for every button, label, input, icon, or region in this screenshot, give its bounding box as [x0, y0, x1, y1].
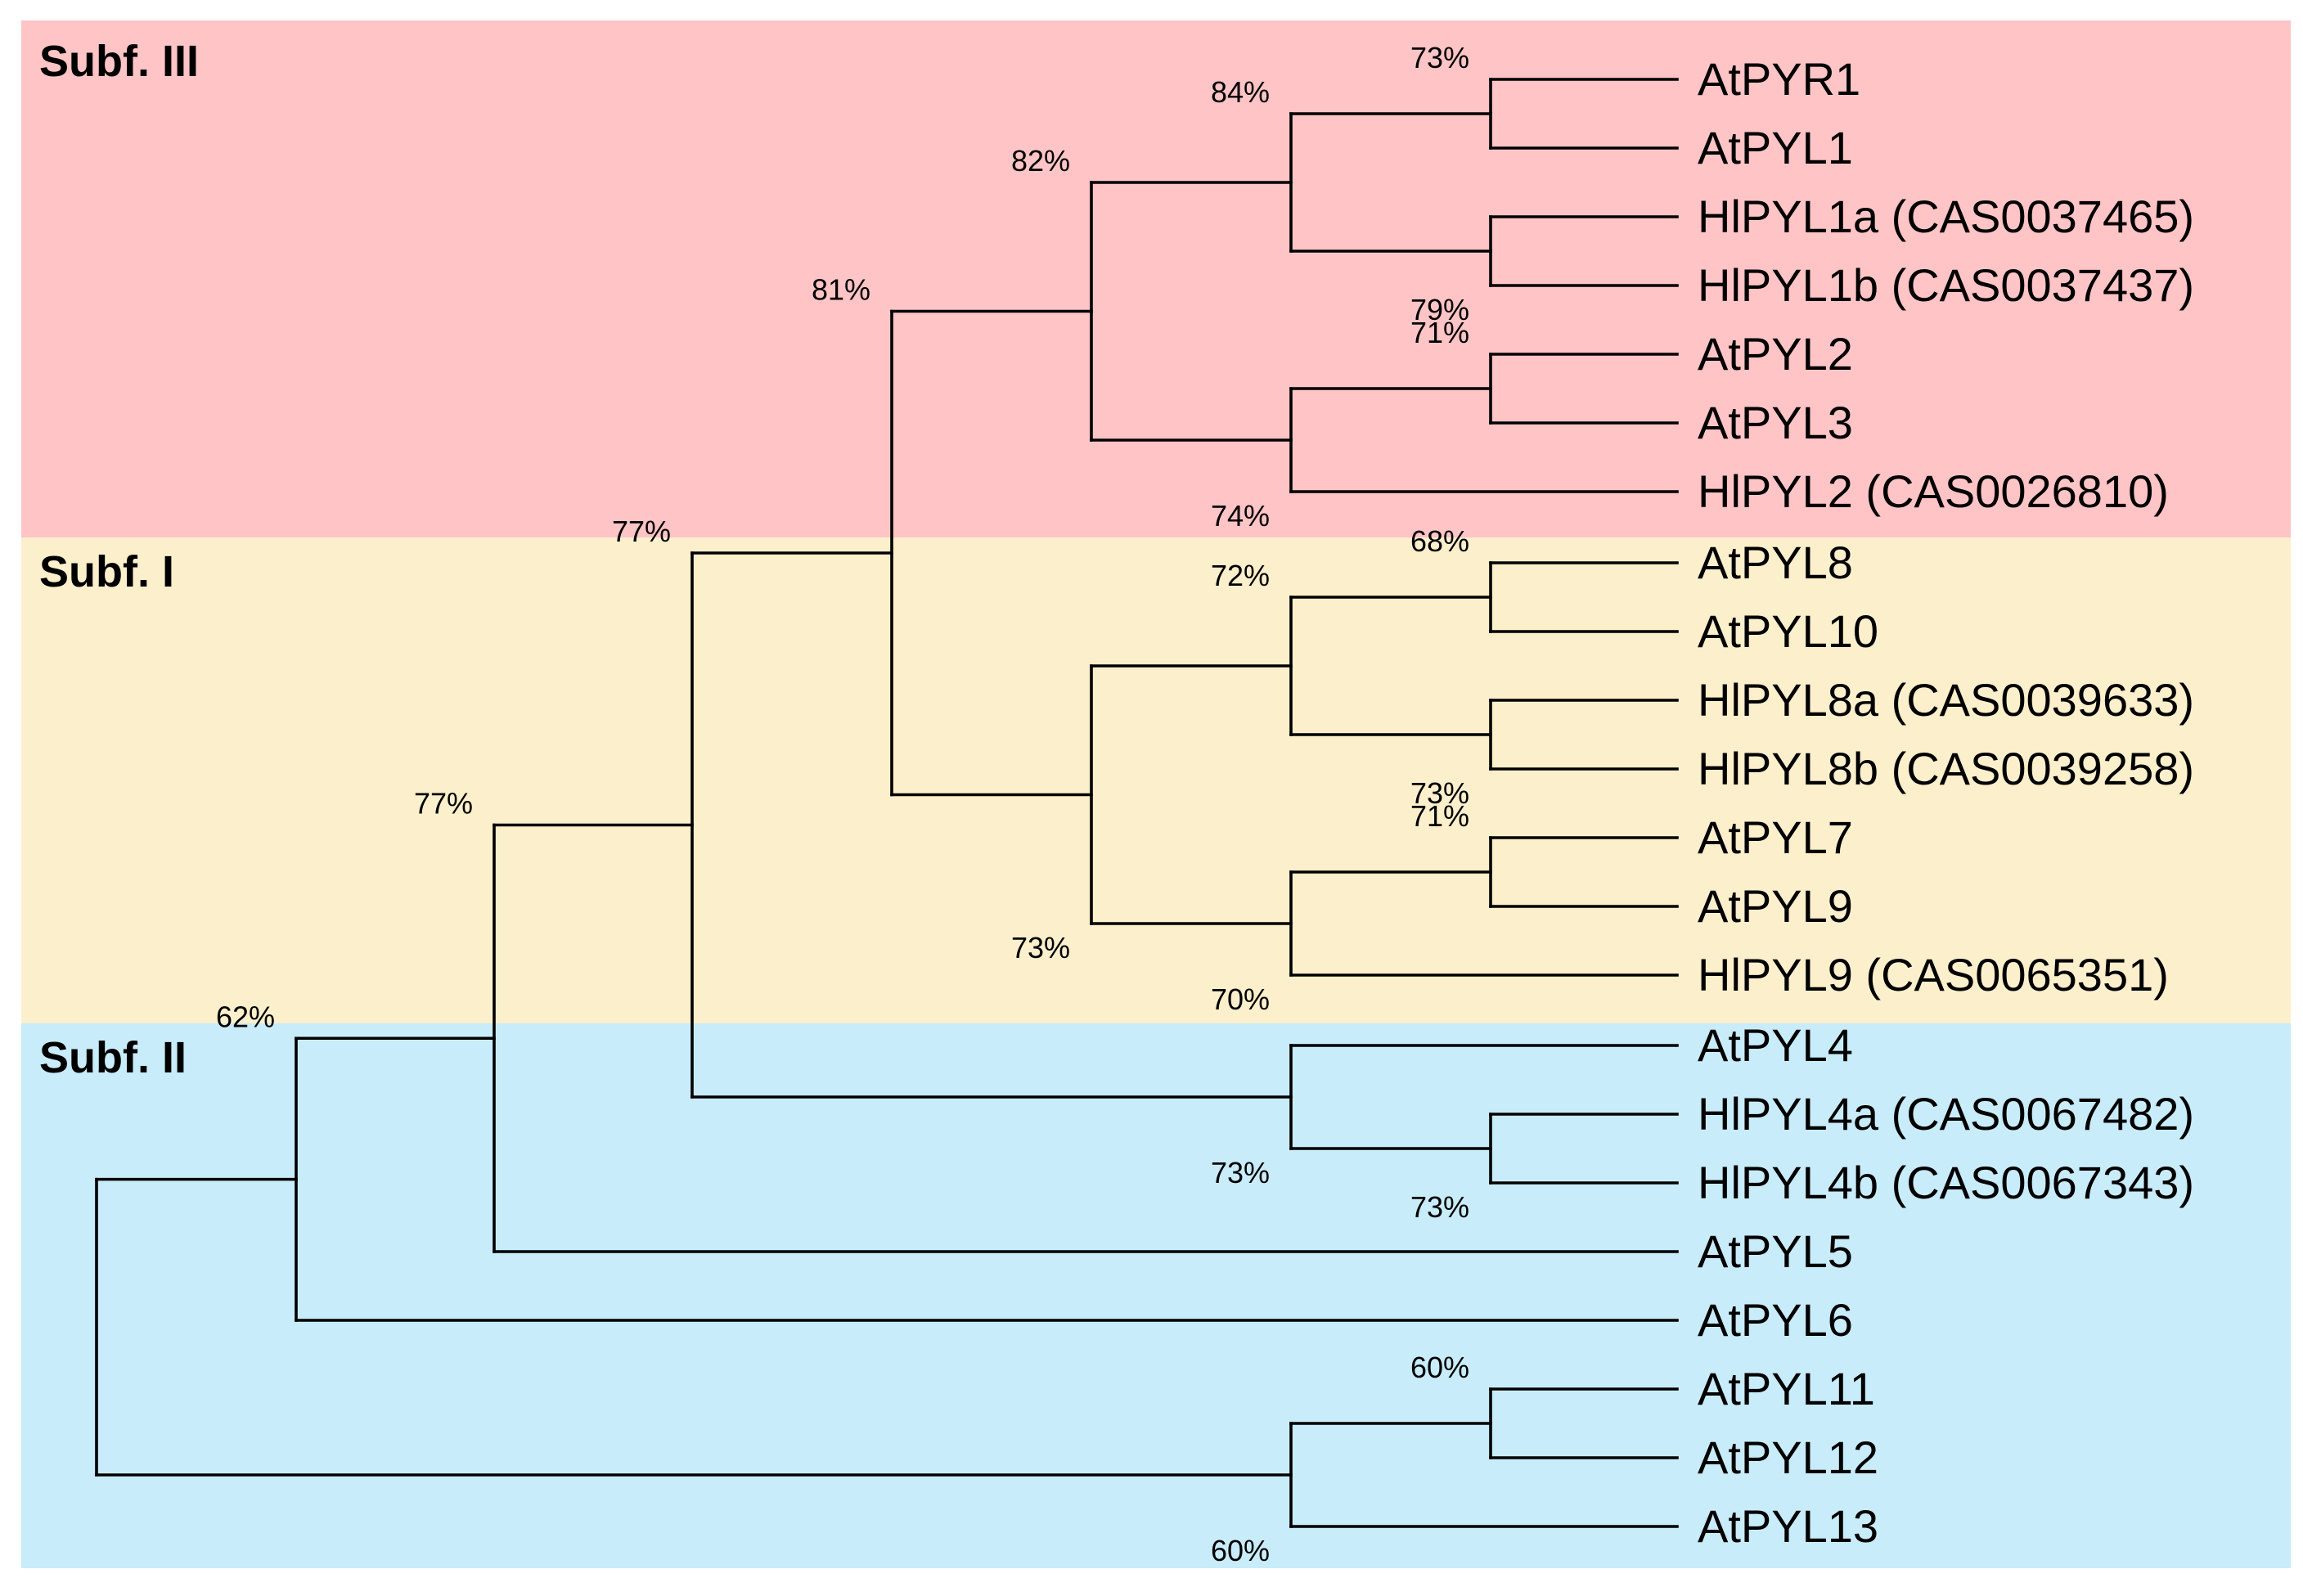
subfamily-I-label: Subf. I	[39, 547, 174, 596]
support-value-n9: 72%	[1211, 559, 1270, 592]
leaf-label: AtPYL6	[1698, 1294, 1853, 1346]
leaf-label: AtPYL12	[1698, 1432, 1878, 1483]
support-value-n12: 73%	[1011, 931, 1070, 964]
subfamily-II-label: Subf. II	[39, 1033, 187, 1082]
leaf-label: AtPYL11	[1698, 1363, 1875, 1414]
support-value-n20: 62%	[216, 1000, 275, 1033]
support-value-n17: 77%	[414, 787, 473, 820]
leaf-label: HlPYL9 (CAS0065351)	[1698, 949, 2169, 1000]
support-value-n18: 60%	[1410, 1351, 1469, 1384]
support-value-n19: 60%	[1211, 1534, 1270, 1567]
leaf-label: AtPYL2	[1698, 328, 1853, 380]
subfamily-II-band	[21, 1023, 2291, 1568]
support-value-n10: 71%	[1410, 799, 1469, 833]
leaf-label: HlPYL4a (CAS0067482)	[1698, 1088, 2194, 1140]
support-value-n1: 73%	[1410, 41, 1469, 74]
support-labels: 73% 79% 84% 71% 74% 82% 68% 73% 72% 71% 70% 73% 81% 7…	[216, 41, 1469, 1567]
support-value-n8: 73%	[1410, 776, 1469, 810]
leaf-label: AtPYL1	[1698, 122, 1853, 173]
leaf-label: AtPYL5	[1698, 1225, 1853, 1277]
support-value-n7: 68%	[1410, 524, 1469, 558]
subfamily-I-band	[21, 537, 2291, 1023]
leaf-label: AtPYR1	[1698, 53, 1860, 105]
leaf-label: HlPYL2 (CAS0026810)	[1698, 465, 2169, 517]
support-value-n4: 71%	[1410, 316, 1469, 349]
leaf-label: AtPYL7	[1698, 811, 1853, 863]
support-value-n3: 84%	[1211, 75, 1270, 109]
leaf-label: HlPYL1b (CAS0037437)	[1698, 259, 2194, 311]
leaf-label: AtPYL13	[1698, 1500, 1878, 1552]
leaf-label: AtPYL9	[1698, 880, 1853, 932]
leaf-label: HlPYL8a (CAS0039633)	[1698, 674, 2194, 726]
leaf-label: HlPYL1a (CAS0037465)	[1698, 191, 2194, 242]
leaf-label: AtPYL8	[1698, 537, 1853, 588]
support-value-n11: 70%	[1211, 982, 1270, 1016]
subfamily-III-band	[21, 20, 2291, 537]
support-value-n5: 74%	[1211, 499, 1270, 533]
support-value-n14: 73%	[1410, 1190, 1469, 1224]
support-value-n6: 82%	[1011, 144, 1070, 178]
leaf-label: HlPYL8b (CAS0039258)	[1698, 743, 2194, 794]
support-value-n13: 81%	[812, 273, 870, 307]
subfamily-III-label: Subf. III	[39, 37, 199, 86]
leaf-label: AtPYL10	[1698, 605, 1878, 657]
support-value-n15: 73%	[1211, 1156, 1270, 1189]
support-value-n16: 77%	[612, 515, 671, 548]
leaf-label: HlPYL4b (CAS0067343)	[1698, 1157, 2194, 1208]
support-value-n2: 79%	[1410, 293, 1469, 326]
leaf-label: AtPYL4	[1698, 1019, 1853, 1071]
leaf-label: AtPYL3	[1698, 397, 1853, 448]
tree-branches	[95, 78, 1679, 1528]
